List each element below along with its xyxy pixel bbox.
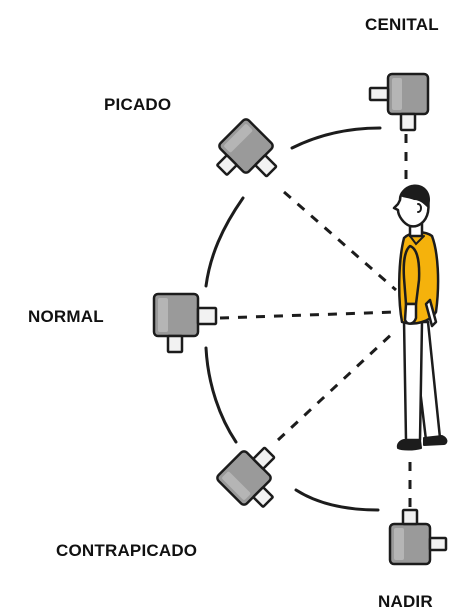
sight-line-normal (220, 312, 396, 318)
sight-line-picado (284, 192, 396, 290)
camera-cenital (370, 74, 428, 130)
label-contrapicado: CONTRAPICADO (56, 541, 197, 560)
arc-segment-top (292, 128, 380, 148)
sight-line-contrapicado (278, 332, 394, 440)
person-figure (394, 184, 446, 449)
camera-picado (208, 118, 286, 196)
arc-segment-upper-left (206, 198, 243, 286)
label-normal: NORMAL (28, 307, 104, 326)
label-picado: PICADO (104, 95, 171, 114)
sight-lines (220, 134, 410, 508)
orbit-arc (206, 128, 380, 510)
camera-normal (154, 294, 216, 352)
arc-segment-lower-left (206, 348, 236, 442)
arc-segment-bottom (296, 490, 378, 510)
label-nadir: NADIR (378, 592, 433, 611)
label-cenital: CENITAL (365, 15, 439, 34)
camera-contrapicado (216, 438, 294, 516)
camera-nadir (390, 510, 446, 564)
